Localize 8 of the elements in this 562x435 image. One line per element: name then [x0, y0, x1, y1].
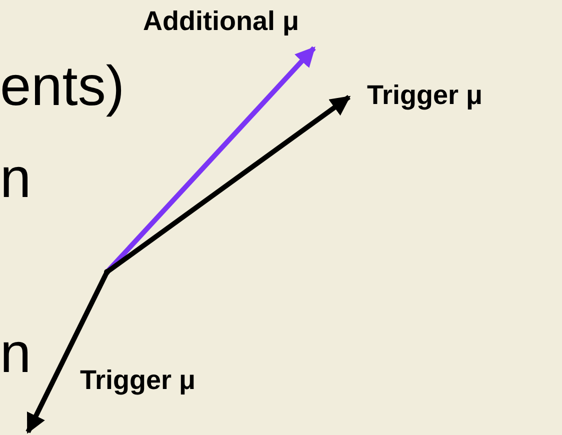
text-fragment: n: [0, 325, 32, 381]
arrow: [26, 270, 110, 434]
text-fragment: n: [0, 150, 32, 206]
vertex-dot: [104, 269, 110, 275]
particle-label: Additional μ: [143, 8, 300, 35]
particle-label: Trigger μ: [80, 367, 196, 394]
particle-label: Trigger μ: [367, 82, 483, 109]
arrow: [106, 94, 351, 274]
